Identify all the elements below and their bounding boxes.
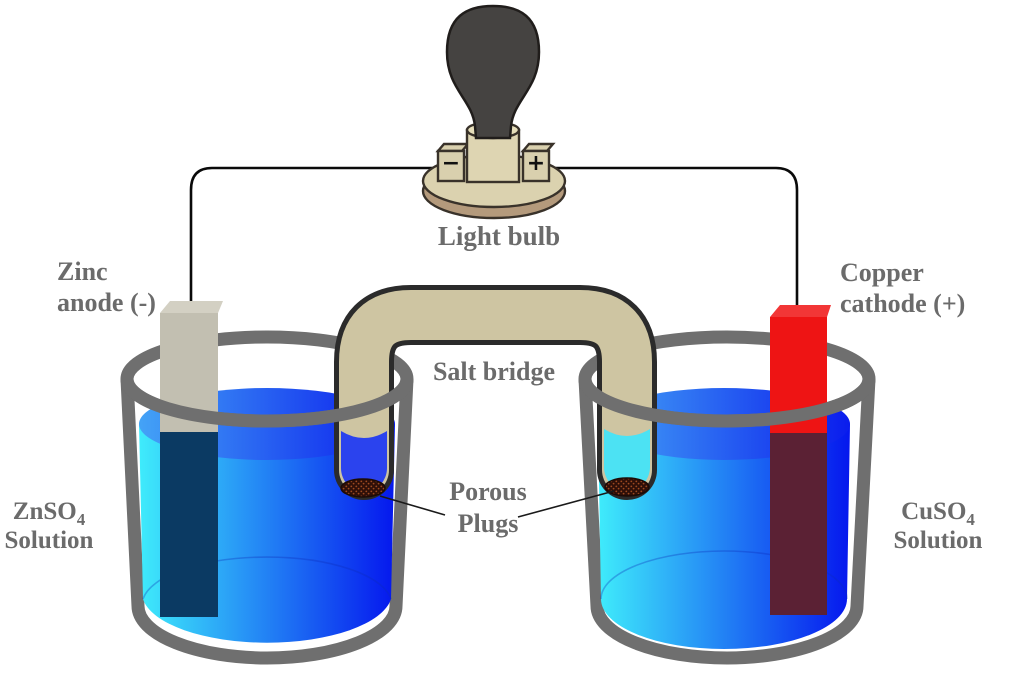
znso4-solution-label-line2: Solution [5,527,94,554]
salt-bridge [334,285,657,500]
light-bulb: − + [421,4,567,220]
cuso4-solution-label-line2: Solution [894,527,983,554]
terminal-plus-block [521,149,551,183]
salt-bridge-left-liquid [341,431,387,492]
copper-cathode-label-line2: cathode (+) [840,289,965,318]
porous-plugs-label-line1: Porous [449,477,527,506]
left-beaker-rim-front [120,378,414,428]
circuit-wires [189,166,799,307]
porous-plug-left [340,478,386,498]
salt-bridge-right-liquid [604,429,650,491]
terminal-plus-symbol: + [527,151,545,176]
pointer-line-right-plug [517,490,615,518]
pointer-line-left-plug [379,495,446,516]
right-beaker-floor-edge [600,550,848,600]
zinc-electrode-top-face [160,301,223,313]
cuso4-solution-label-line1: CuSO4 [901,498,975,529]
zinc-anode-label-line1: Zinc [57,257,108,286]
labels: Light bulb Zinc anode (-) Copper cathode… [5,221,983,554]
porous-plugs-label-line2: Plugs [458,509,519,538]
salt-bridge-label: Salt bridge [433,357,555,386]
terminal-minus-symbol: − [442,151,460,176]
znso4-solution-label-line1: ZnSO4 [13,498,86,529]
copper-electrode-below-solution [770,433,827,615]
copper-electrode [770,305,831,615]
right-beaker-wall [578,378,876,665]
zinc-electrode [160,301,223,617]
porous-plug-right [604,477,650,497]
right-beaker-rim-front [578,378,876,428]
wire-right [547,166,799,306]
light-bulb-label: Light bulb [438,221,560,251]
terminal-minus-block [436,149,466,183]
bulb-glass [445,4,541,140]
wire-left [189,166,440,307]
left-beaker-wall [120,378,414,665]
copper-electrode-top-face [770,305,831,317]
zinc-anode-label-line2: anode (-) [57,288,156,317]
zinc-electrode-below-solution [160,432,218,617]
salt-bridge-tube [339,290,652,495]
copper-cathode-label-line1: Copper [840,258,924,287]
